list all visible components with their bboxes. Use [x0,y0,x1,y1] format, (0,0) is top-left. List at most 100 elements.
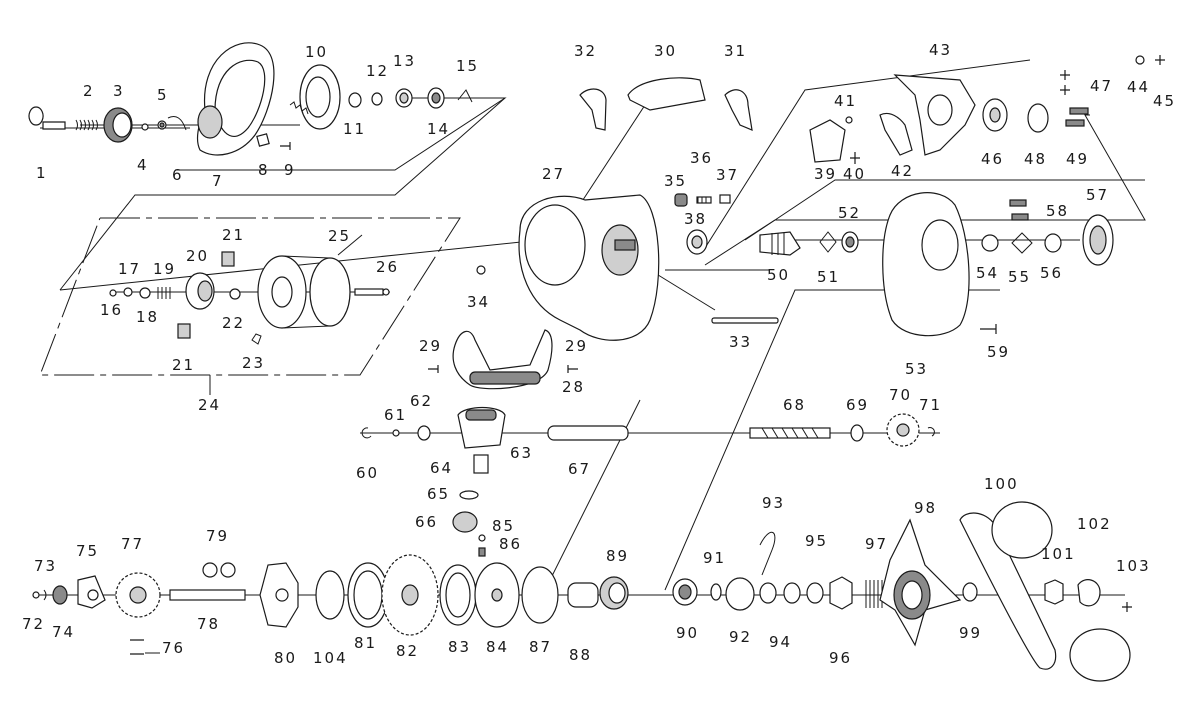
part-label: 18 [136,308,159,326]
part-label: 55 [1008,268,1031,286]
part-label: 52 [838,204,861,222]
part-label: 97 [865,535,888,553]
part-label: 77 [121,535,144,553]
part-label: 2 [83,82,95,100]
part-label: 30 [654,42,677,60]
part-label: 45 [1153,92,1176,110]
part-label: 13 [393,52,416,70]
part-label: 66 [415,513,438,531]
part-label: 92 [729,628,752,646]
part-label: 76 [162,639,185,657]
part-label: 84 [486,638,509,656]
part-label: 29 [565,337,588,355]
part-label: 86 [499,535,522,553]
part-label: 29 [419,337,442,355]
part-label: 72 [22,615,45,633]
part-label: 6 [172,166,184,184]
part-label: 79 [206,527,229,545]
part-label: 69 [846,396,869,414]
part-label: 43 [929,41,952,59]
part-label: 61 [384,406,407,424]
part-label: 25 [328,227,351,245]
part-label: 53 [905,360,928,378]
part-label: 28 [562,378,585,396]
part-label: 47 [1090,77,1113,95]
part-label: 64 [430,459,453,477]
part-label: 99 [959,624,982,642]
part-label: 27 [542,165,565,183]
part-label: 46 [981,150,1004,168]
part-label: 21 [172,356,195,374]
part-label: 91 [703,549,726,567]
part-label: 12 [366,62,389,80]
part-label: 73 [34,557,57,575]
part-label: 63 [510,444,533,462]
part-label: 17 [118,260,141,278]
part-label: 37 [716,166,739,184]
part-label: 93 [762,494,785,512]
part-label: 49 [1066,150,1089,168]
part-label: 103 [1116,557,1151,575]
part-label: 32 [574,42,597,60]
part-label: 67 [568,460,591,478]
part-label: 80 [274,649,297,667]
part-label: 5 [157,86,169,104]
part-label: 74 [52,623,75,641]
part-label: 11 [343,120,366,138]
part-label: 102 [1077,515,1112,533]
part-label: 95 [805,532,828,550]
part-label: 20 [186,247,209,265]
part-label: 24 [198,396,221,414]
part-label: 83 [448,638,471,656]
part-label: 101 [1041,545,1076,563]
part-label: 34 [467,293,490,311]
part-label: 26 [376,258,399,276]
part-label: 100 [984,475,1019,493]
part-label: 19 [153,260,176,278]
part-label: 9 [284,161,296,179]
part-label: 75 [76,542,99,560]
part-label: 15 [456,57,479,75]
part-label: 68 [783,396,806,414]
part-label: 36 [690,149,713,167]
part-group-left-side-plate [28,42,473,156]
part-label: 3 [113,82,125,100]
part-label: 59 [987,343,1010,361]
part-label: 71 [919,396,942,414]
part-label: 58 [1046,202,1069,220]
part-label: 38 [684,210,707,228]
part-label: 31 [724,42,747,60]
part-label: 60 [356,464,379,482]
part-label: 96 [829,649,852,667]
part-label: 48 [1024,150,1047,168]
part-label: 8 [258,161,270,179]
part-label: 85 [492,517,515,535]
part-group-drive-train [32,501,1132,682]
part-label: 82 [396,642,419,660]
part-label: 4 [137,156,149,174]
part-label: 98 [914,499,937,517]
part-label: 65 [427,485,450,503]
part-label: 51 [817,268,840,286]
part-label: 88 [569,646,592,664]
part-group-frame [428,77,779,390]
part-group-level-wind [361,406,935,533]
part-label: 50 [767,266,790,284]
part-label: 94 [769,633,792,651]
part-label: 70 [889,386,912,404]
part-label: 90 [676,624,699,642]
part-label: 39 [814,165,837,183]
part-label: 54 [976,264,999,282]
part-labels: 1 2 3 4 5 6 7 8 9 10 11 12 13 14 15 16 1… [22,41,1176,667]
part-label: 1 [36,164,48,182]
part-label: 62 [410,392,433,410]
part-group-right-side-plate [759,192,1114,337]
part-label: 10 [305,43,328,61]
part-label: 21 [222,226,245,244]
part-label: 23 [242,354,265,372]
part-label: 14 [427,120,450,138]
part-label: 35 [664,172,687,190]
part-label: 44 [1127,78,1150,96]
part-label: 81 [354,634,377,652]
